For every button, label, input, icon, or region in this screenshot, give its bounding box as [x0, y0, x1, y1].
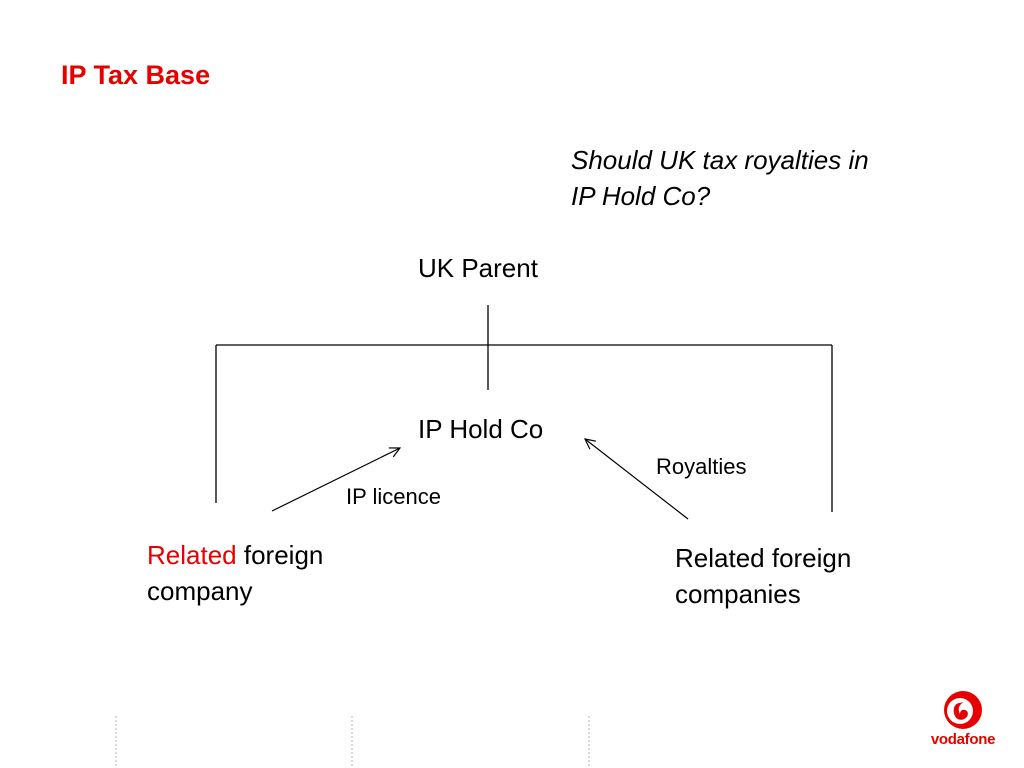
edge-label-ip-licence: IP licence [346, 484, 441, 509]
edge-label-royalties: Royalties [656, 454, 747, 479]
node-related-foreign-companies: Related foreign companies [675, 540, 975, 612]
node-ip-hold-co: IP Hold Co [418, 414, 544, 444]
vodafone-logo-icon [944, 691, 982, 729]
node-uk-parent: UK Parent [418, 253, 538, 283]
highlight-related: Related [147, 540, 237, 570]
slide-title: IP Tax Base [61, 60, 211, 90]
royalties-arrow [585, 439, 689, 520]
related-foreign-word: foreign [243, 540, 324, 570]
node-related-foreign-company-line-2: company [147, 576, 253, 606]
vodafone-logo-text: vodafone [930, 731, 996, 748]
node-related-foreign-companies-line-1: Related foreign [675, 543, 852, 573]
node-related-foreign-company-line-1: Related foreign [147, 537, 427, 573]
question-line-1: Should UK tax royalties in [571, 145, 869, 175]
ip-licence-arrow [271, 448, 400, 512]
node-related-foreign-company: Related foreign company [147, 537, 427, 609]
question-text: Should UK tax royalties in IP Hold Co? [571, 142, 869, 214]
node-related-foreign-companies-line-2: companies [675, 579, 801, 609]
question-line-2: IP Hold Co? [571, 181, 711, 211]
